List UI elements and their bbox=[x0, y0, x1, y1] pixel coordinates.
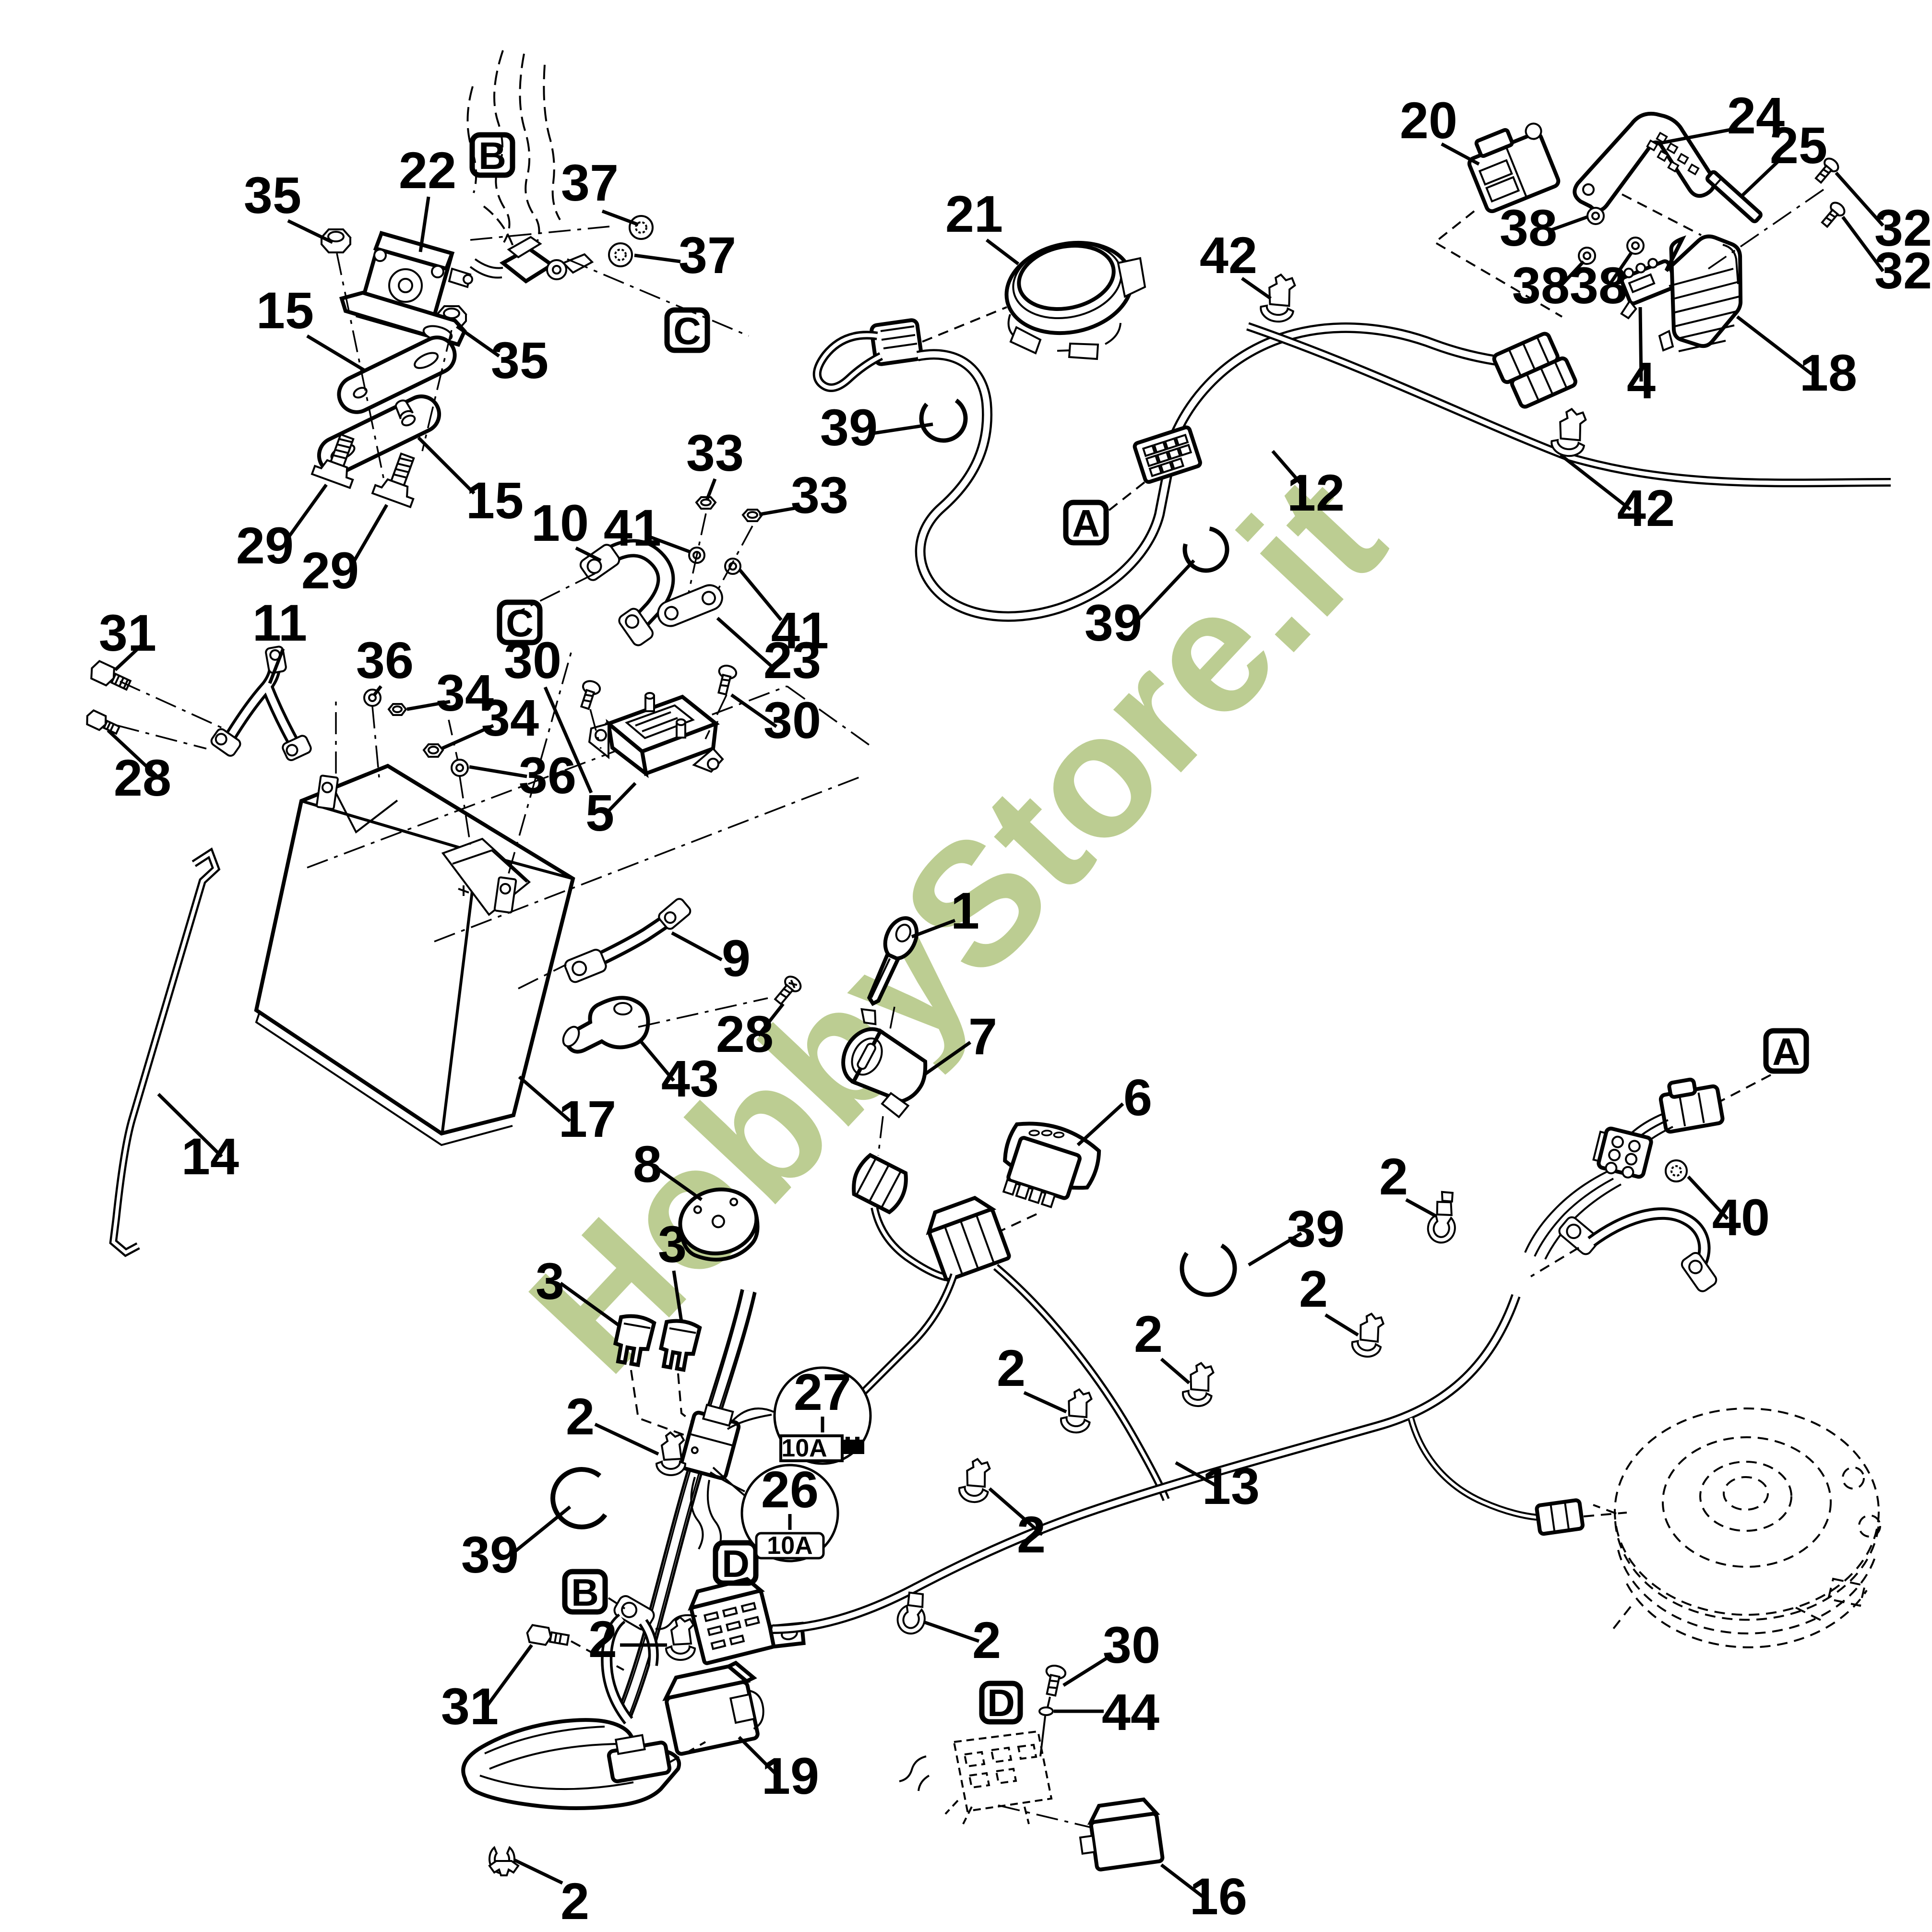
svg-text:2: 2 bbox=[1379, 1147, 1408, 1205]
svg-text:30: 30 bbox=[1103, 1616, 1160, 1674]
svg-text:2: 2 bbox=[1017, 1505, 1046, 1563]
svg-text:2: 2 bbox=[1299, 1260, 1328, 1318]
svg-text:10: 10 bbox=[531, 494, 589, 552]
svg-text:A: A bbox=[1772, 1030, 1800, 1073]
svg-text:37: 37 bbox=[679, 226, 736, 284]
svg-text:33: 33 bbox=[686, 424, 744, 482]
svg-text:41: 41 bbox=[604, 499, 661, 557]
svg-text:B: B bbox=[478, 134, 506, 177]
svg-text:31: 31 bbox=[441, 1677, 499, 1735]
svg-text:15: 15 bbox=[466, 471, 524, 529]
svg-text:6: 6 bbox=[1123, 1068, 1152, 1126]
svg-text:37: 37 bbox=[561, 154, 619, 212]
svg-text:38: 38 bbox=[1512, 256, 1570, 314]
svg-text:33: 33 bbox=[791, 466, 848, 524]
svg-text:34: 34 bbox=[436, 664, 494, 722]
svg-text:42: 42 bbox=[1200, 226, 1257, 284]
svg-text:1: 1 bbox=[951, 882, 979, 940]
svg-text:31: 31 bbox=[99, 604, 156, 662]
svg-text:8: 8 bbox=[633, 1135, 662, 1193]
svg-text:13: 13 bbox=[1202, 1457, 1260, 1515]
svg-text:32: 32 bbox=[1874, 241, 1932, 299]
svg-text:39: 39 bbox=[820, 398, 878, 456]
svg-text:34: 34 bbox=[481, 689, 539, 747]
svg-text:44: 44 bbox=[1102, 1683, 1159, 1741]
svg-text:D: D bbox=[722, 1542, 750, 1585]
svg-text:C: C bbox=[673, 310, 701, 352]
svg-text:25: 25 bbox=[1770, 116, 1827, 174]
svg-text:2: 2 bbox=[561, 1872, 589, 1930]
svg-text:5: 5 bbox=[585, 784, 614, 842]
svg-text:36: 36 bbox=[519, 746, 576, 804]
svg-text:10A: 10A bbox=[781, 1434, 827, 1462]
svg-text:39: 39 bbox=[1085, 594, 1142, 652]
svg-text:9: 9 bbox=[722, 929, 751, 987]
svg-text:43: 43 bbox=[661, 1049, 719, 1108]
svg-text:20: 20 bbox=[1400, 91, 1457, 149]
svg-text:16: 16 bbox=[1190, 1867, 1247, 1925]
svg-text:2: 2 bbox=[997, 1339, 1026, 1397]
svg-text:4: 4 bbox=[1627, 351, 1656, 409]
svg-text:2: 2 bbox=[588, 1610, 617, 1668]
svg-text:22: 22 bbox=[399, 141, 456, 199]
svg-text:21: 21 bbox=[945, 185, 1003, 243]
svg-text:12: 12 bbox=[1287, 464, 1345, 522]
svg-text:A: A bbox=[1072, 502, 1100, 545]
svg-text:3: 3 bbox=[658, 1215, 687, 1273]
svg-text:29: 29 bbox=[301, 541, 359, 599]
svg-text:23: 23 bbox=[763, 631, 821, 689]
svg-text:15: 15 bbox=[256, 281, 314, 339]
svg-text:36: 36 bbox=[356, 631, 414, 689]
svg-text:7: 7 bbox=[968, 1007, 997, 1065]
svg-text:14: 14 bbox=[181, 1127, 239, 1185]
svg-text:D: D bbox=[987, 1682, 1015, 1724]
svg-text:B: B bbox=[571, 1571, 599, 1614]
svg-text:39: 39 bbox=[1287, 1200, 1345, 1258]
svg-text:38: 38 bbox=[1570, 256, 1627, 314]
svg-text:35: 35 bbox=[491, 331, 549, 389]
svg-text:35: 35 bbox=[244, 166, 301, 224]
svg-text:17: 17 bbox=[559, 1090, 616, 1148]
svg-text:32: 32 bbox=[1874, 199, 1932, 257]
svg-text:2: 2 bbox=[1134, 1305, 1163, 1363]
svg-text:24: 24 bbox=[1727, 86, 1785, 144]
svg-text:3: 3 bbox=[536, 1252, 564, 1310]
svg-text:41: 41 bbox=[771, 601, 829, 659]
svg-text:39: 39 bbox=[461, 1526, 519, 1584]
svg-text:28: 28 bbox=[114, 749, 171, 807]
svg-text:2: 2 bbox=[972, 1611, 1001, 1669]
svg-text:30: 30 bbox=[763, 691, 821, 749]
svg-text:28: 28 bbox=[716, 1005, 774, 1063]
svg-text:29: 29 bbox=[236, 516, 294, 574]
svg-text:C: C bbox=[506, 602, 534, 644]
svg-text:38: 38 bbox=[1500, 199, 1557, 257]
svg-text:19: 19 bbox=[762, 1747, 819, 1805]
svg-text:42: 42 bbox=[1617, 479, 1675, 537]
svg-text:26: 26 bbox=[761, 1460, 819, 1518]
svg-text:11: 11 bbox=[252, 594, 307, 652]
svg-text:27: 27 bbox=[794, 1363, 851, 1421]
svg-text:2: 2 bbox=[566, 1387, 595, 1445]
svg-text:18: 18 bbox=[1800, 344, 1857, 402]
svg-text:10A: 10A bbox=[767, 1532, 812, 1560]
svg-text:40: 40 bbox=[1712, 1188, 1770, 1246]
